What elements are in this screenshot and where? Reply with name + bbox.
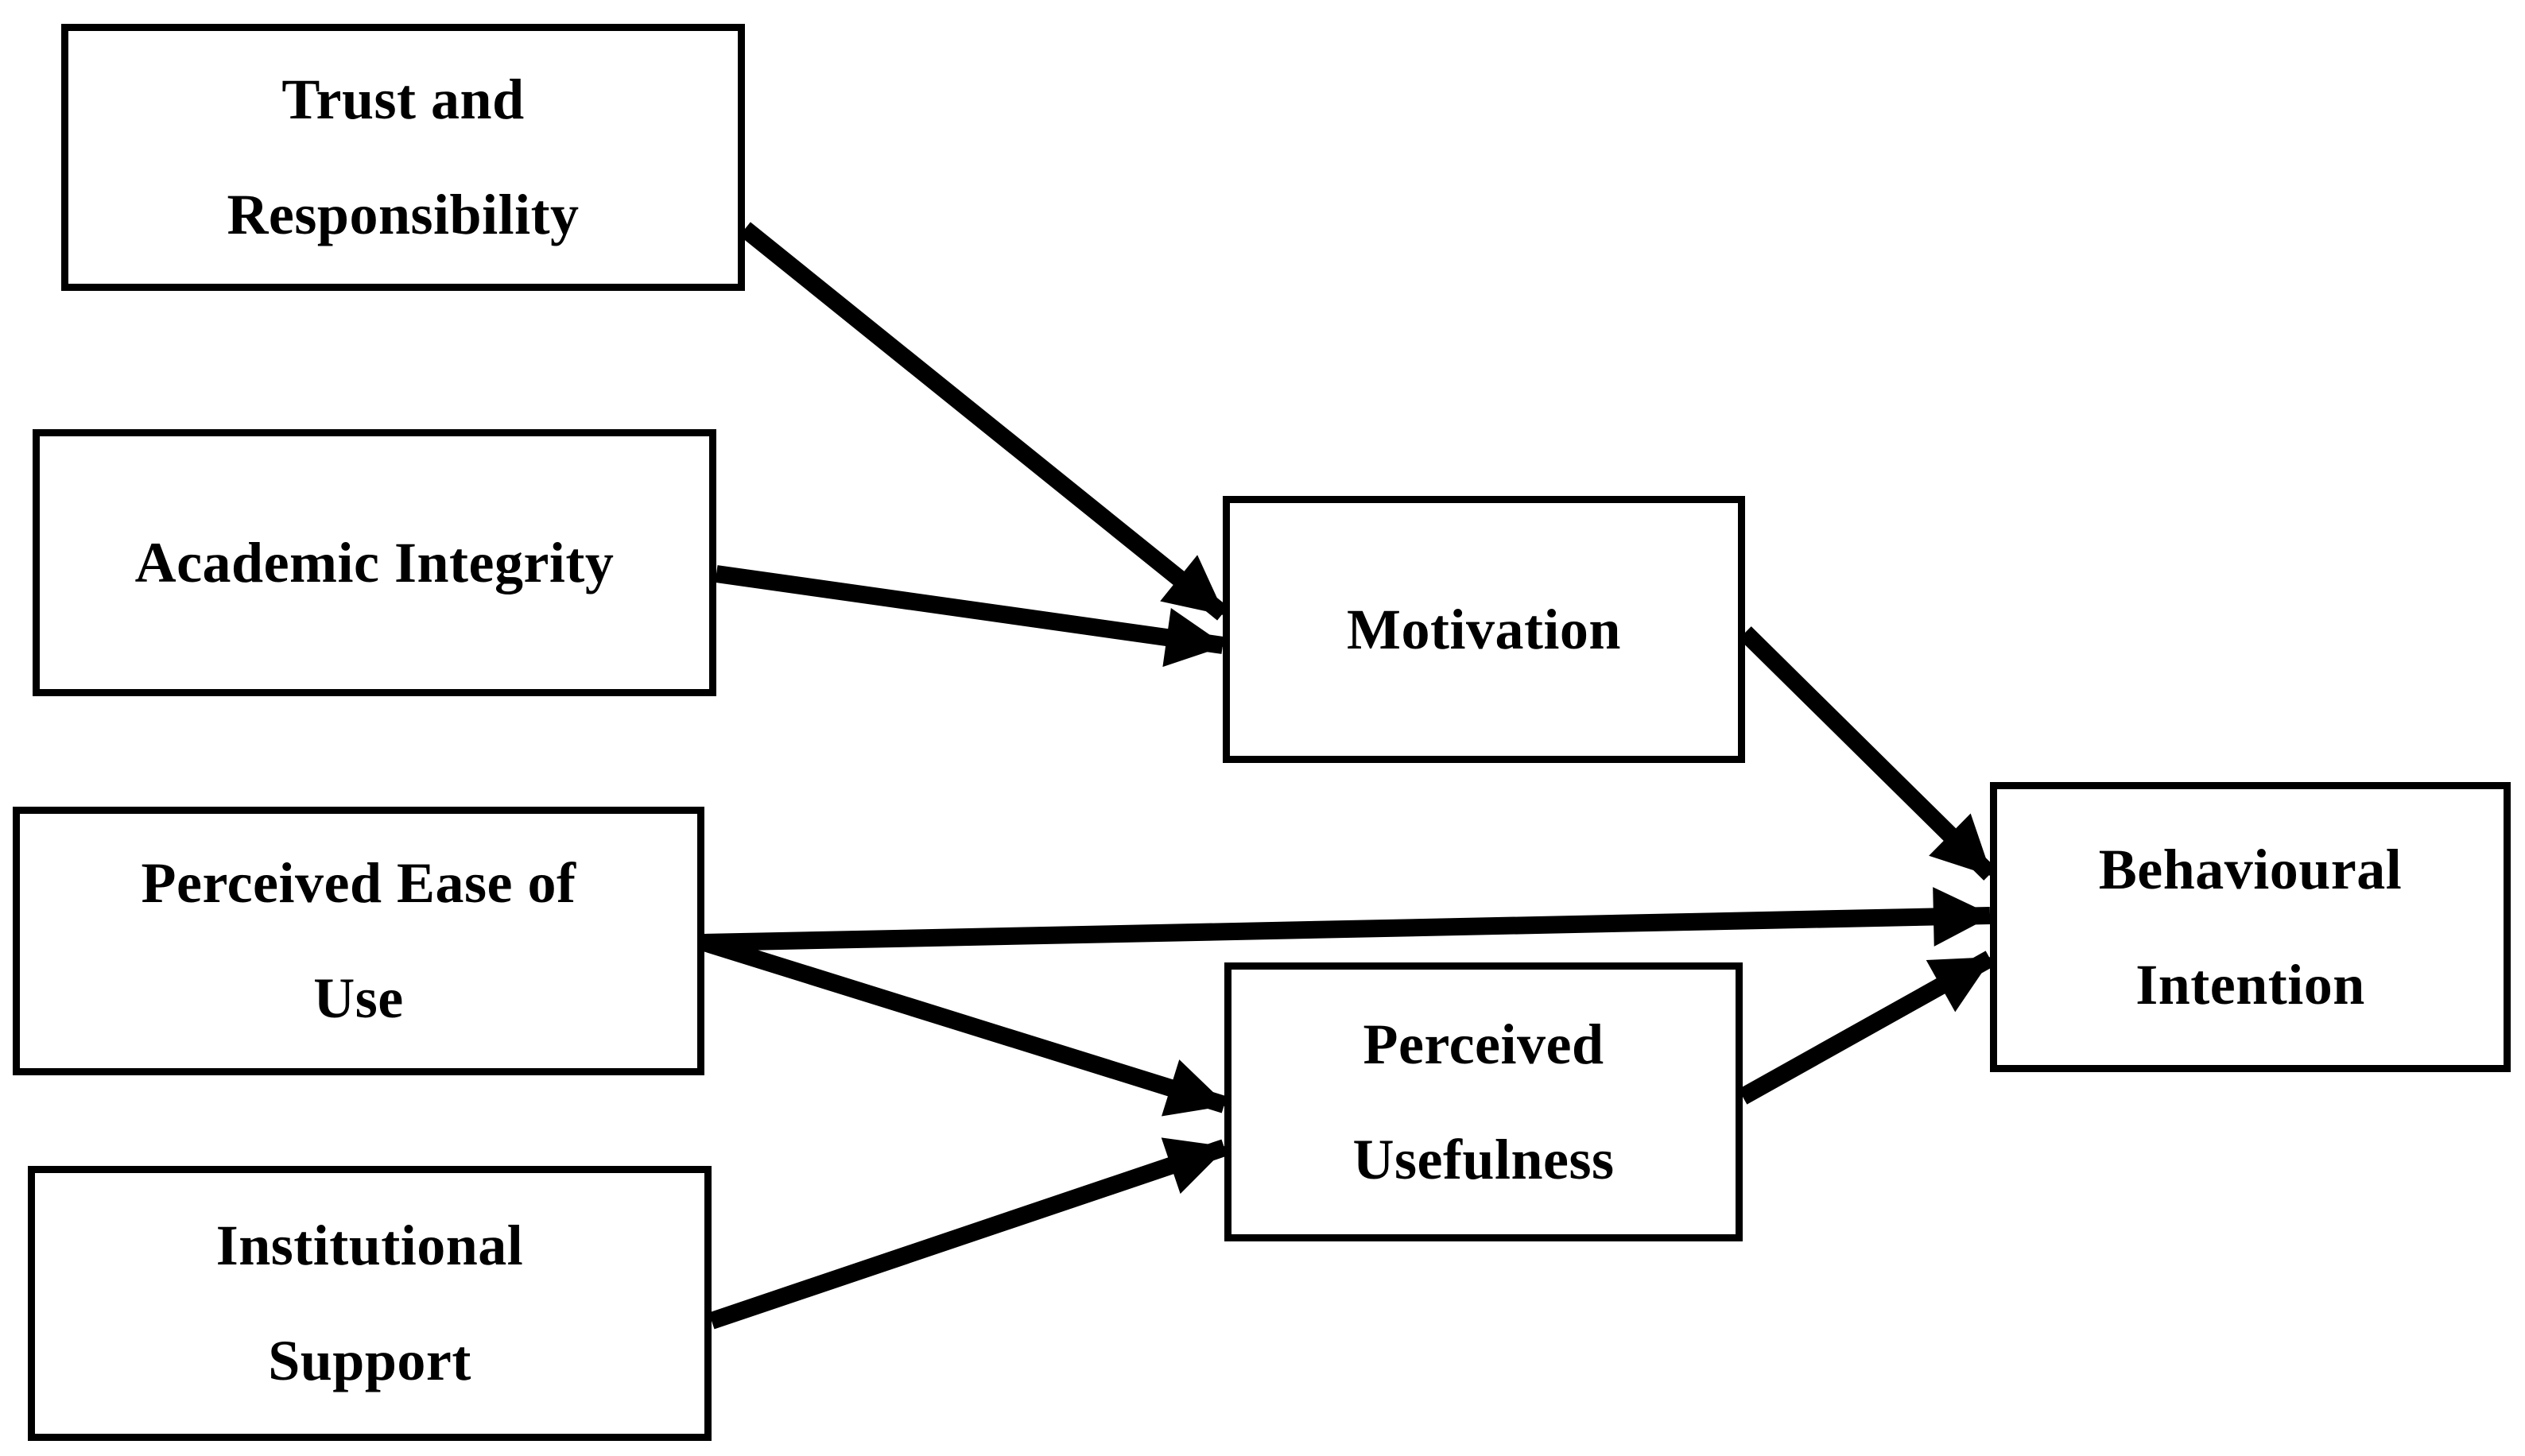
node-institutional-support: Institutional Support (28, 1166, 712, 1441)
node-motivation: Motivation (1223, 496, 1745, 763)
node-behavioural-intention-label: Behavioural Intention (2098, 837, 2403, 1016)
node-academic-integrity: Academic Integrity (33, 429, 716, 696)
node-perceived-usefulness-label: Perceived Usefulness (1352, 1012, 1615, 1191)
arrow-institutional-support-to-perceived-usefulness (708, 1137, 1228, 1330)
arrow-perceived-usefulness-to-behavioural-intention (1738, 951, 1995, 1105)
arrow-perceived-ease-to-perceived-usefulness (701, 934, 1228, 1117)
arrow-trust-to-motivation (739, 222, 1228, 621)
node-institutional-support-label: Institutional Support (215, 1214, 524, 1392)
arrow-perceived-ease-to-behavioural-intention (704, 887, 1993, 951)
node-motivation-label: Motivation (1347, 597, 1621, 661)
node-perceived-ease-of-use-label: Perceived Ease of Use (141, 851, 576, 1030)
node-perceived-usefulness: Perceived Usefulness (1224, 962, 1743, 1241)
node-trust-and-responsibility-label: Trust and Responsibility (227, 68, 580, 246)
arrow-academic-integrity-to-motivation (715, 565, 1226, 668)
node-academic-integrity-label: Academic Integrity (134, 530, 615, 594)
node-behavioural-intention: Behavioural Intention (1990, 782, 2511, 1072)
node-perceived-ease-of-use: Perceived Ease of Use (13, 807, 704, 1075)
node-trust-and-responsibility: Trust and Responsibility (61, 24, 745, 291)
arrow-motivation-to-behavioural-intention (1739, 626, 1996, 881)
